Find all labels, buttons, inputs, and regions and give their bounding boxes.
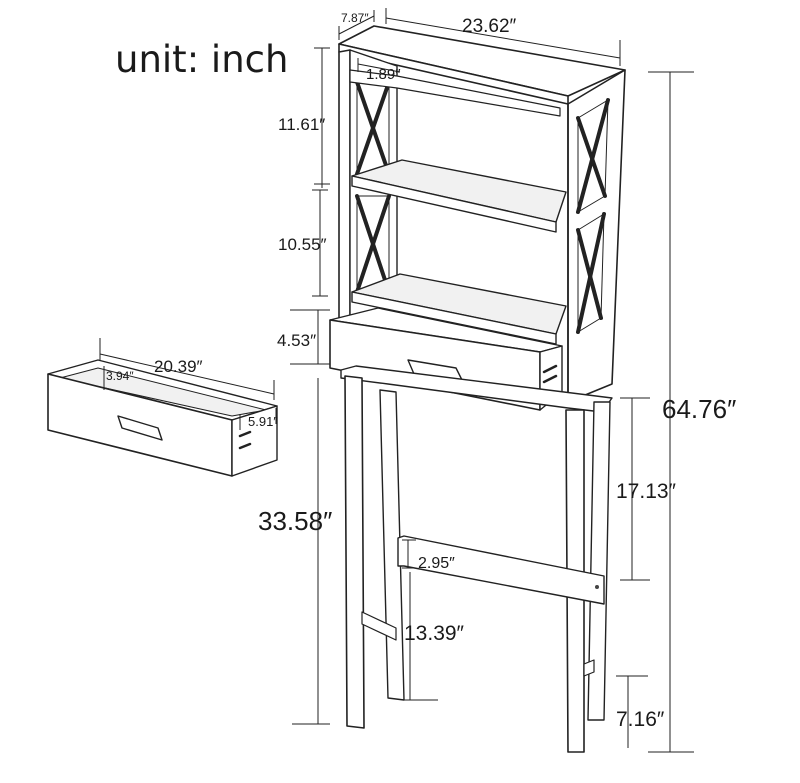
drawer-detail-drawing <box>47 359 278 477</box>
right-foot-brace <box>583 659 595 677</box>
label-shelf-gap-top: 11.61″ <box>278 115 325 134</box>
upper-shelf-front <box>351 175 557 233</box>
label-total-height: 64.76″ <box>662 394 736 424</box>
label-inner-clearance: 17.13″ <box>616 480 677 503</box>
lower-crossbar <box>397 535 605 605</box>
label-crossbar-to-floor: 13.39″ <box>404 622 465 645</box>
label-foot-height: 7.16″ <box>616 708 665 731</box>
label-side-inset: 1.89″ <box>366 66 401 83</box>
front-left-leg <box>344 375 365 729</box>
label-drawer-inner-height: 3.94″ <box>106 369 134 383</box>
drawer-detail-handle <box>117 415 163 441</box>
label-drawer-height: 4.53″ <box>277 331 316 350</box>
cabinet-drawing <box>329 25 626 753</box>
dimension-labels: 7.87″ 23.62″ 1.89″ 11.61″ 10.55″ 4.53″ 6… <box>106 11 736 731</box>
lower-shelf-front <box>351 291 557 345</box>
top-back-rail <box>349 69 561 117</box>
label-crossbar-height: 2.95″ <box>418 555 455 572</box>
right-lower-x-brace <box>576 212 606 334</box>
drawer-detail-side <box>231 405 278 477</box>
left-foot-brace <box>361 611 397 641</box>
label-drawer-width: 20.39″ <box>154 357 203 376</box>
right-upper-x-brace <box>576 98 610 214</box>
label-drawer-depth: 5.91″ <box>248 414 278 429</box>
left-upper-x-brace <box>355 80 391 176</box>
dimension-lines <box>99 8 694 753</box>
label-shelf-gap-mid: 10.55″ <box>278 235 327 254</box>
unit-label: unit: inch <box>115 38 288 81</box>
left-lower-x-brace <box>355 194 391 294</box>
label-width: 23.62″ <box>462 16 517 37</box>
rear-right-leg <box>587 401 611 721</box>
label-depth: 7.87″ <box>341 11 369 25</box>
label-leg-height: 33.58″ <box>258 506 332 536</box>
left-side-panel <box>338 49 351 331</box>
